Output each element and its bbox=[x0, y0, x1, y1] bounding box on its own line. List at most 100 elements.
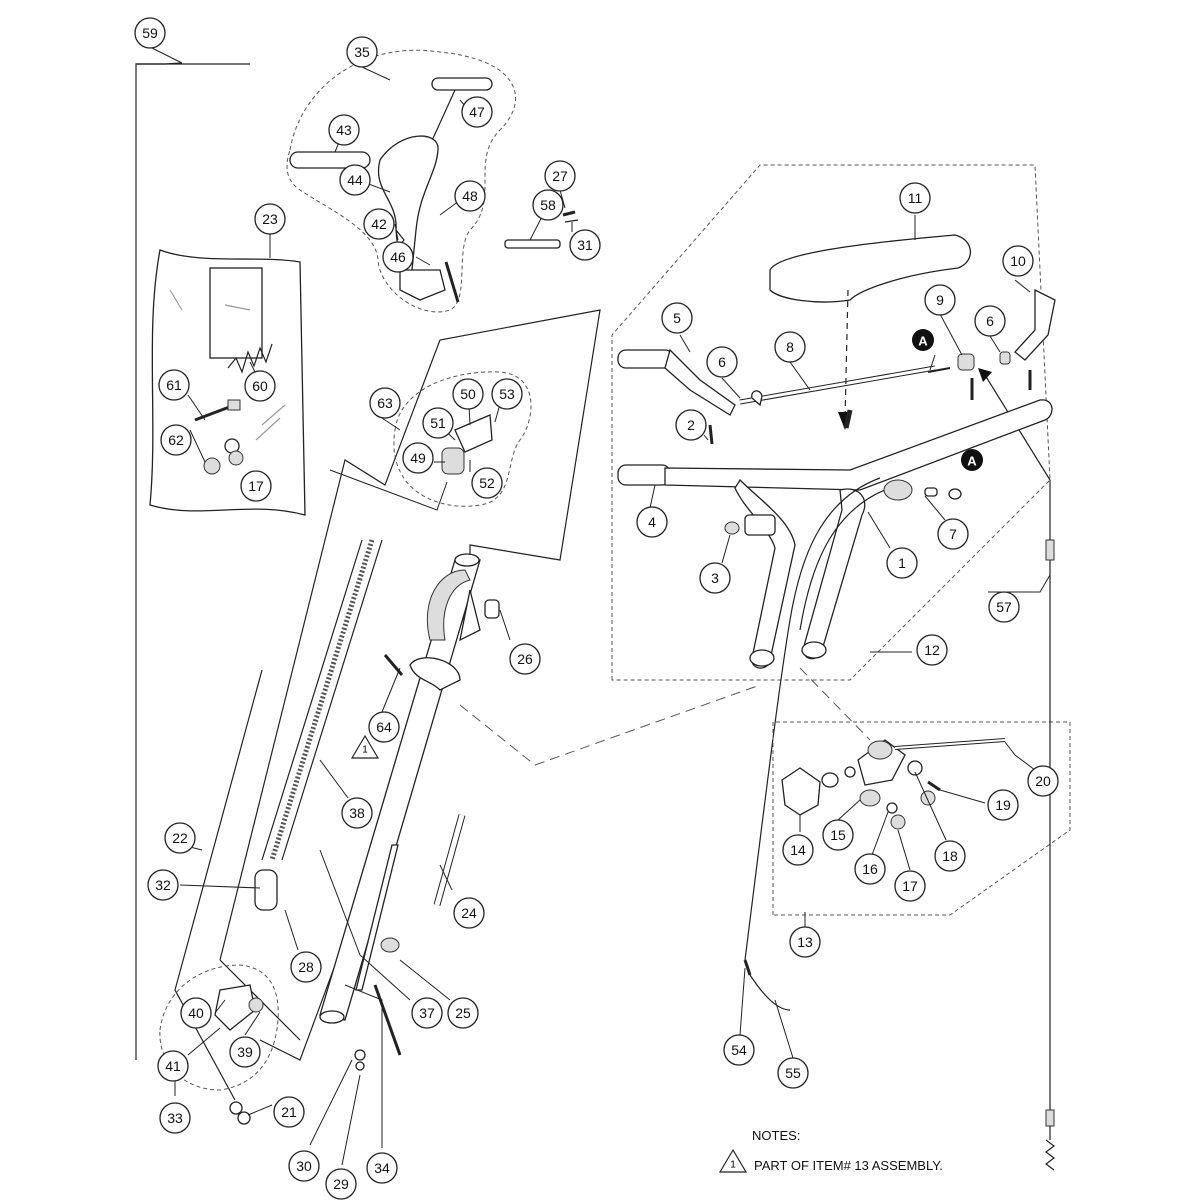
callout-53: 53 bbox=[491, 378, 523, 410]
handle-frame bbox=[617, 399, 1053, 961]
svg-text:34: 34 bbox=[374, 1160, 390, 1176]
callout-9: 9 bbox=[924, 284, 956, 316]
main-tube bbox=[319, 553, 500, 1024]
callout-14: 14 bbox=[782, 834, 814, 866]
callout-33: 33 bbox=[159, 1102, 191, 1134]
callout-5: 5 bbox=[661, 302, 693, 334]
svg-text:55: 55 bbox=[785, 1065, 801, 1081]
callout-2: 2 bbox=[675, 409, 707, 441]
callout-27: 27 bbox=[544, 160, 576, 192]
callout-40: 40 bbox=[180, 997, 212, 1029]
callout-8: 8 bbox=[774, 331, 806, 363]
svg-text:51: 51 bbox=[430, 415, 446, 431]
svg-text:20: 20 bbox=[1035, 773, 1051, 789]
callout-57: 57 bbox=[988, 591, 1020, 623]
callout-48: 48 bbox=[454, 180, 486, 212]
callout-49: 49 bbox=[402, 442, 434, 474]
callout-50: 50 bbox=[452, 378, 484, 410]
callout-37: 37 bbox=[411, 997, 443, 1029]
svg-text:62: 62 bbox=[168, 432, 184, 448]
svg-text:27: 27 bbox=[552, 168, 568, 184]
svg-text:60: 60 bbox=[252, 378, 268, 394]
svg-text:39: 39 bbox=[237, 1044, 253, 1060]
callout-6-right: 6 bbox=[974, 305, 1006, 337]
callout-16: 16 bbox=[854, 853, 886, 885]
svg-text:46: 46 bbox=[390, 249, 406, 265]
svg-text:64: 64 bbox=[376, 719, 392, 735]
callout-10: 10 bbox=[1002, 245, 1034, 277]
callout-1: 1 bbox=[886, 547, 918, 579]
callout-23: 23 bbox=[254, 203, 286, 235]
pins-27-58-31 bbox=[504, 206, 579, 249]
callout-61: 61 bbox=[158, 369, 190, 401]
callout-39: 39 bbox=[229, 1036, 261, 1068]
marker-a-top-label: A bbox=[918, 334, 928, 349]
callout-17-assy: 17 bbox=[894, 870, 926, 902]
marker-a-right: A bbox=[961, 449, 983, 471]
svg-text:29: 29 bbox=[333, 1176, 349, 1192]
svg-text:28: 28 bbox=[298, 959, 314, 975]
callout-62: 62 bbox=[160, 424, 192, 456]
callout-46: 46 bbox=[382, 241, 414, 273]
svg-text:24: 24 bbox=[461, 905, 477, 921]
svg-text:11: 11 bbox=[908, 190, 923, 206]
assembly-outline-59 bbox=[135, 62, 250, 1060]
callout-18: 18 bbox=[934, 840, 966, 872]
leader-lines bbox=[149, 46, 1051, 1166]
cable-57 bbox=[1045, 480, 1055, 1171]
callout-51: 51 bbox=[422, 407, 454, 439]
svg-text:6: 6 bbox=[986, 313, 994, 329]
svg-text:4: 4 bbox=[648, 514, 656, 530]
callout-54: 54 bbox=[723, 1034, 755, 1066]
callout-60: 60 bbox=[244, 370, 276, 402]
callout-32: 32 bbox=[147, 869, 179, 901]
svg-text:38: 38 bbox=[349, 805, 365, 821]
connector-dashes bbox=[459, 667, 871, 766]
svg-text:61: 61 bbox=[166, 377, 182, 393]
svg-text:35: 35 bbox=[354, 44, 370, 60]
svg-text:49: 49 bbox=[410, 450, 426, 466]
svg-text:57: 57 bbox=[996, 599, 1012, 615]
callout-58: 58 bbox=[532, 189, 564, 221]
assembly-13-outline bbox=[772, 721, 1071, 916]
callout-26: 26 bbox=[509, 643, 541, 675]
handle-group-12-outline bbox=[611, 164, 1051, 681]
svg-text:58: 58 bbox=[540, 197, 556, 213]
svg-text:14: 14 bbox=[790, 842, 806, 858]
callout-52: 52 bbox=[471, 467, 503, 499]
callout-25: 25 bbox=[447, 997, 479, 1029]
callout-7: 7 bbox=[937, 518, 969, 550]
svg-text:5: 5 bbox=[673, 310, 681, 326]
callout-22: 22 bbox=[164, 822, 196, 854]
svg-text:59: 59 bbox=[142, 25, 158, 41]
svg-text:12: 12 bbox=[924, 642, 940, 658]
svg-text:52: 52 bbox=[479, 475, 495, 491]
svg-text:25: 25 bbox=[455, 1005, 471, 1021]
notes-item-number: 1 bbox=[730, 1160, 736, 1171]
svg-text:31: 31 bbox=[577, 237, 593, 253]
callout-42: 42 bbox=[363, 208, 395, 240]
marker-a-right-label: A bbox=[967, 454, 977, 469]
bracket-group-63 bbox=[393, 371, 532, 507]
svg-text:44: 44 bbox=[347, 172, 363, 188]
svg-text:17: 17 bbox=[902, 878, 918, 894]
callout-34: 34 bbox=[366, 1152, 398, 1184]
callout-59: 59 bbox=[134, 17, 166, 49]
callout-35: 35 bbox=[346, 36, 378, 68]
svg-text:7: 7 bbox=[949, 526, 957, 542]
cable-22 bbox=[174, 669, 263, 1101]
clamp-group-40-41 bbox=[159, 869, 279, 1125]
callout-13: 13 bbox=[789, 926, 821, 958]
svg-text:47: 47 bbox=[469, 104, 485, 120]
rod-24 bbox=[433, 814, 466, 906]
callout-24: 24 bbox=[453, 897, 485, 929]
callout-11: 11 bbox=[899, 182, 931, 214]
spring-38 bbox=[261, 539, 383, 861]
svg-text:63: 63 bbox=[377, 395, 393, 411]
svg-text:10: 10 bbox=[1010, 253, 1026, 269]
triangle-marker-label: 1 bbox=[362, 745, 368, 756]
svg-text:6: 6 bbox=[718, 354, 726, 370]
cable-54-55 bbox=[743, 959, 791, 1011]
svg-text:22: 22 bbox=[172, 830, 188, 846]
